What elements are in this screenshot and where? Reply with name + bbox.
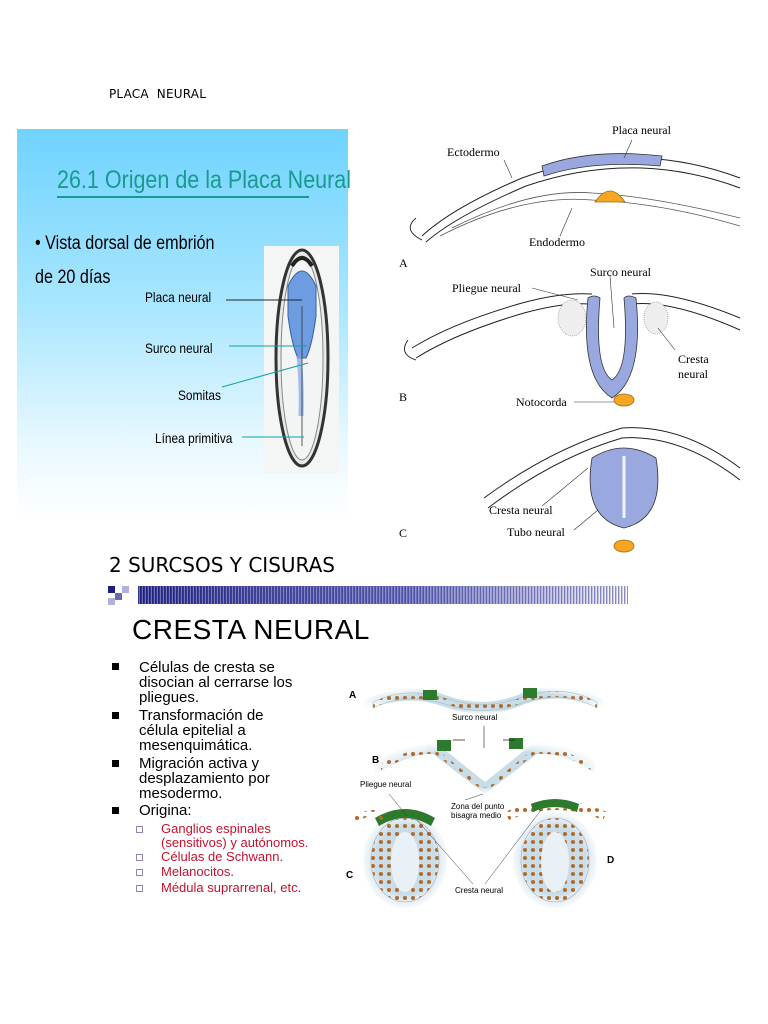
sub-item-medula: Médula suprarrenal, etc. <box>161 880 302 895</box>
label-cresta-neural-fig2: Cresta neural <box>455 886 504 895</box>
panel-letter-b: B <box>399 390 408 404</box>
label-placa-neural-fig: Placa neural <box>612 123 671 137</box>
label-linea-primitiva: Línea primitiva <box>155 430 233 446</box>
panel-letter-b-fig2: B <box>372 755 380 766</box>
label-neural: neural <box>678 367 708 381</box>
panel-letter-c-fig2: C <box>346 870 354 881</box>
bullet-square <box>112 663 119 670</box>
bullet-4: Origina: <box>139 802 192 819</box>
label-notocorda: Notocorda <box>516 395 567 409</box>
panel-letter-d-fig2: D <box>607 855 615 866</box>
bullet-square <box>112 760 119 767</box>
embryo-photo <box>264 246 339 474</box>
embryo-illustration <box>274 248 330 468</box>
label-placa-neural: Placa neural <box>145 289 212 305</box>
panel-letter-a-fig2: A <box>349 690 357 701</box>
label-zona-punto: Zona del punto <box>451 802 505 811</box>
figure-neural-crest <box>353 686 607 908</box>
label-tubo-neural: Tubo neural <box>507 525 565 539</box>
sub-bullet-square <box>136 826 143 833</box>
label-surco-neural: Surco neural <box>145 340 213 356</box>
panel-letter-c: C <box>399 526 408 540</box>
sub-item-ganglios: Ganglios espinales (sensitivos) y autóno… <box>161 821 309 850</box>
bullet-square <box>112 712 119 719</box>
label-ectodermo: Ectodermo <box>447 145 500 159</box>
sub-item-schwann: Células de Schwann. <box>161 849 284 864</box>
title-underline <box>57 196 309 198</box>
panel-letter-a: A <box>399 256 408 270</box>
sub-bullet-square <box>136 869 143 876</box>
label-bisagra-medio: bisagra medio <box>451 811 502 820</box>
section-heading-surcos: 2 SURCSOS Y CISURAS <box>109 553 336 577</box>
slide-title-cresta-neural: CRESTA NEURAL <box>132 614 370 645</box>
label-cresta: Cresta <box>678 352 709 366</box>
label-pliegue-neural-fig2: Pliegue neural <box>360 780 412 789</box>
sub-bullet-square <box>136 854 143 861</box>
figure-neural-plate-sections <box>403 139 741 553</box>
label-endodermo: Endodermo <box>529 235 585 249</box>
label-surco-neural-fig: Surco neural <box>590 265 651 279</box>
bullet-square <box>112 807 119 814</box>
bullet-3: Migración activa y desplazamiento por me… <box>139 755 270 802</box>
sub-item-melanocitos: Melanocitos. <box>161 864 234 879</box>
label-somitas: Somitas <box>178 387 221 403</box>
bullet-1: Células de cresta se disocian al cerrars… <box>139 659 293 706</box>
sub-bullet-square <box>136 885 143 892</box>
slide-header-band <box>108 586 628 605</box>
label-leader-lines <box>221 299 309 438</box>
label-surco-neural-fig2: Surco neural <box>452 713 498 722</box>
slide-bullet: • Vista dorsal de embrión de 20 días <box>35 227 215 295</box>
label-pliegue-neural: Pliegue neural <box>452 281 521 295</box>
bullet-line-1: • Vista dorsal de embrión <box>35 233 215 254</box>
slide-origen-placa-neural: 26.1 Origen de la Placa Neural • Vista d… <box>17 129 351 521</box>
bullet-2: Transformación de célula epitelial a mes… <box>139 707 264 754</box>
label-cresta-neural-c: Cresta neural <box>489 503 553 517</box>
bullet-line-2: de 20 días <box>35 267 111 288</box>
section-heading-placa-neural: PLACA NEURAL <box>109 87 207 101</box>
